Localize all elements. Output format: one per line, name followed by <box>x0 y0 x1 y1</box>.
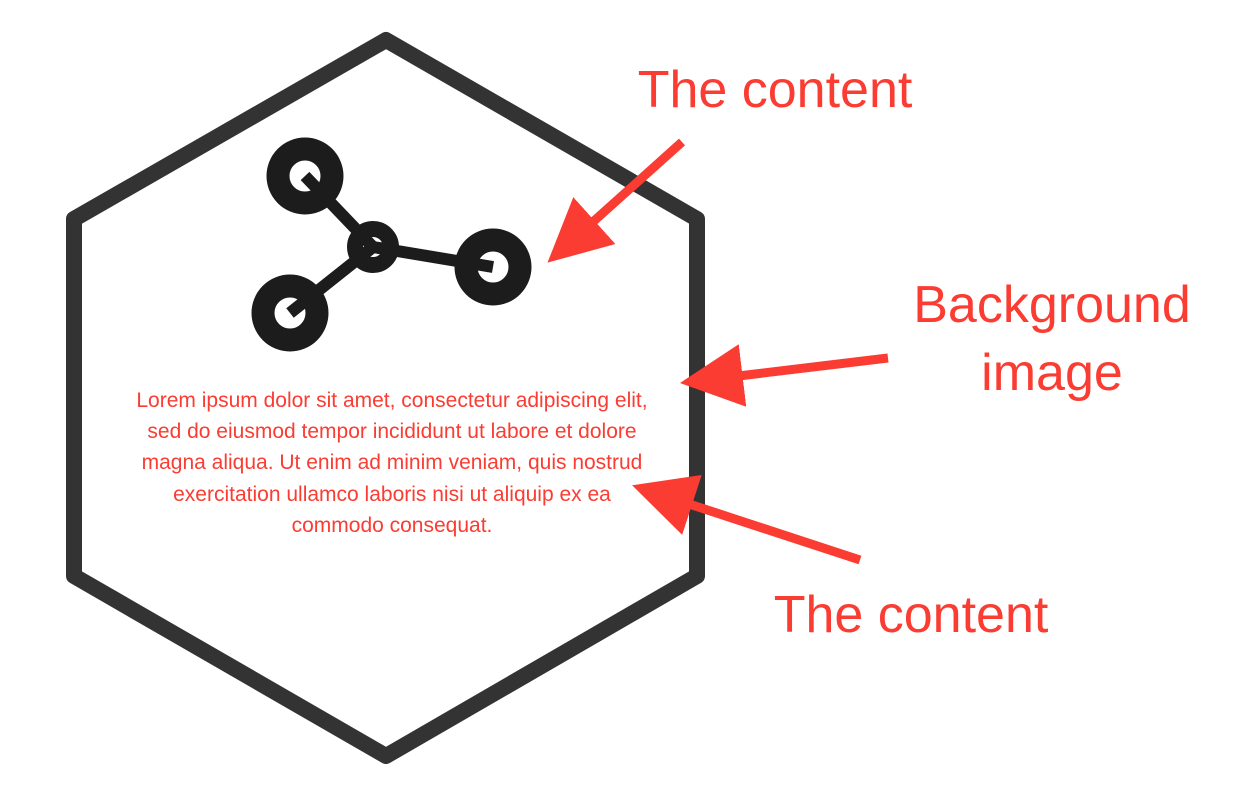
annotation-background-line1: Background <box>913 276 1191 334</box>
arrow-top <box>547 138 686 263</box>
arrow-right <box>679 344 889 407</box>
arrow-bottom <box>632 474 862 565</box>
share-network-icon <box>251 137 532 352</box>
annotation-bottom-label: The content <box>773 586 1049 644</box>
content-paragraph: Lorem ipsum dolor sit amet, consectetur … <box>136 389 648 537</box>
annotation-background-line2: image <box>981 344 1123 402</box>
annotation-top-label: The content <box>637 61 913 119</box>
hexagon-background-image <box>66 32 705 764</box>
